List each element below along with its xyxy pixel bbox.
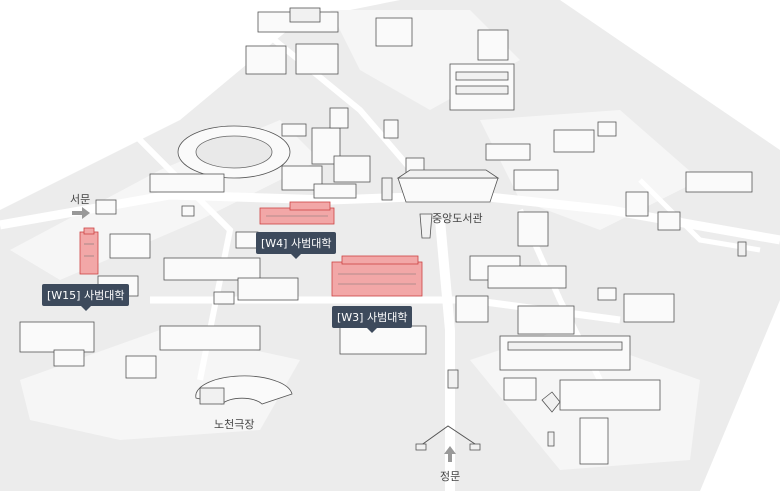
tag-w3[interactable]: [W3] 사범대학 [332, 306, 413, 333]
main-gate [415, 425, 481, 451]
west-gate-arrow-icon [72, 207, 90, 219]
stadium [149, 123, 307, 217]
buildings-southeast [339, 255, 675, 465]
building-w4[interactable] [259, 201, 335, 225]
open-theater [195, 375, 293, 405]
building-w15[interactable] [79, 227, 99, 275]
label-main-gate: 정문 [440, 470, 461, 483]
buildings-north [245, 7, 515, 111]
tag-w15[interactable]: [W15] 사범대학 [42, 284, 130, 311]
buildings-central [281, 107, 753, 257]
main-gate-arrow-icon [444, 446, 456, 462]
label-west-gate: 서문 [70, 193, 91, 206]
label-central-library: 중앙도서관 [432, 212, 483, 225]
tag-w4[interactable]: [W4] 사범대학 [256, 232, 337, 259]
buildings-west [19, 199, 299, 379]
building-w3[interactable] [331, 255, 423, 297]
label-open-theater: 노천극장 [214, 418, 255, 431]
